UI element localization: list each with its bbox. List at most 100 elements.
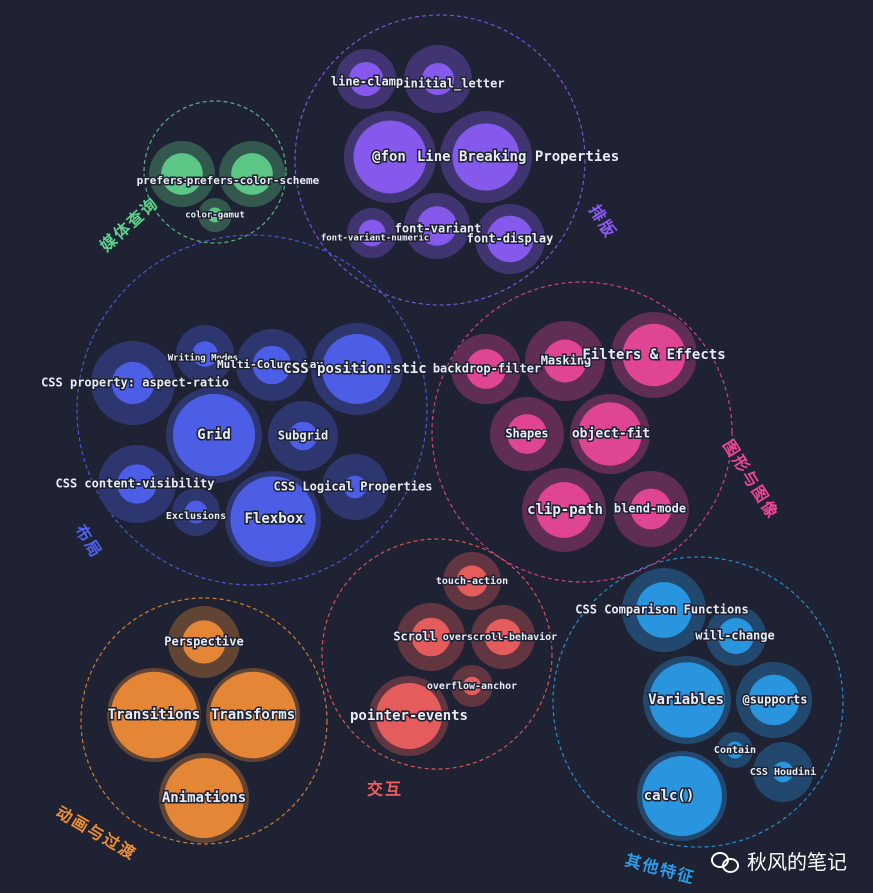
bubble-blend-mode[interactable]	[613, 471, 689, 547]
bubble-line-clamp[interactable]	[336, 49, 396, 109]
group-boundary-graphics	[431, 281, 733, 583]
bubble-fill	[543, 339, 587, 383]
bubble-css-position-sticky[interactable]	[311, 323, 403, 415]
bubble-fill	[484, 618, 522, 656]
bubble-line-breaking-properties[interactable]	[440, 111, 532, 203]
bubble-label-grid: Grid	[197, 427, 231, 443]
bubble-label-color-gamut: color-gamut	[185, 211, 245, 221]
bubble-fill	[322, 334, 392, 404]
bubble-calc[interactable]	[637, 751, 727, 841]
bubble-variables[interactable]	[643, 656, 731, 744]
group-label-media: 媒体查询	[96, 193, 162, 255]
bubble-clip-path[interactable]	[522, 468, 606, 552]
bubble-object-fit[interactable]	[570, 394, 650, 474]
bubble-fill	[252, 345, 292, 385]
bubble-fill	[110, 671, 198, 759]
bubble-initial-letter[interactable]	[404, 45, 472, 113]
bubble-label-css-comparison-functions: CSS Comparison Functions	[575, 603, 748, 617]
bubble-labels: prefers-recprefers-color-schemecolor-gam…	[40, 73, 818, 808]
bubble-fill	[636, 582, 692, 638]
bubble-masking[interactable]	[525, 321, 605, 401]
bubble-animations[interactable]	[159, 753, 249, 843]
bubble-label-supports: @supports	[742, 693, 807, 707]
bubble-label-css-houdini: CSS Houdini	[750, 766, 816, 778]
group-boundary-typo	[294, 14, 586, 306]
bubble-label-line-clamp: line-clamp	[331, 75, 403, 89]
bubble-pointer-events[interactable]	[369, 676, 449, 756]
bubble-fill	[164, 758, 244, 838]
bubble-fill	[348, 61, 384, 97]
bubble-label-scroll: Scroll	[393, 630, 436, 644]
bubble-font-face[interactable]	[344, 111, 436, 203]
watermark: 秋风的笔记	[711, 846, 847, 875]
bubble-writing-modes[interactable]	[176, 325, 234, 383]
bubble-fill	[111, 361, 155, 405]
bubble-scroll[interactable]	[397, 603, 465, 671]
bubble-label-filters-effects: Filters & Effects	[582, 347, 725, 363]
bubble-transforms[interactable]	[206, 668, 300, 762]
bubble-css-property-aspect-ratio[interactable]	[91, 341, 175, 425]
bubble-css-houdini[interactable]	[753, 742, 813, 802]
bubble-css-logical-properties[interactable]	[322, 454, 388, 520]
group-label-anim: 动画与过渡	[53, 802, 140, 863]
bubble-label-contain: Contain	[714, 744, 756, 756]
bubble-css-comparison-functions[interactable]	[622, 568, 706, 652]
bubble-fill	[172, 393, 256, 477]
bubble-fill	[207, 207, 223, 223]
bubble-label-calc: calc()	[644, 788, 695, 804]
bubble-subgrid[interactable]	[268, 401, 338, 471]
group-boundary-other	[552, 556, 844, 848]
bubble-label-font-face: @fon	[372, 149, 406, 165]
bubble-fill	[358, 219, 386, 247]
bubble-overflow-anchor[interactable]	[451, 665, 493, 707]
bubble-will-change[interactable]	[706, 606, 766, 666]
wechat-icon	[711, 850, 739, 873]
group-boundary-layout	[76, 234, 428, 586]
bubble-supports[interactable]	[736, 662, 812, 738]
bubble-shapes[interactable]	[490, 397, 564, 471]
bubble-transitions[interactable]	[107, 668, 201, 762]
group-other: 其他特征	[552, 556, 844, 888]
bubble-label-animations: Animations	[162, 790, 246, 806]
bubble-font-variant-numeric[interactable]	[347, 208, 397, 258]
bubble-perspective[interactable]	[168, 606, 240, 678]
bubble-fill	[578, 402, 642, 466]
bubble-fill	[182, 620, 226, 664]
bubble-fill	[718, 618, 754, 654]
bubble-fill	[536, 482, 592, 538]
group-label-interaction: 交互	[367, 780, 403, 799]
bubble-prefers-reduced-motion[interactable]	[149, 141, 215, 207]
group-label-other: 其他特征	[623, 851, 697, 888]
bubble-fill	[452, 123, 520, 191]
bubble-label-backdrop-filter: backdrop-filter	[433, 362, 541, 376]
bubble-label-perspective: Perspective	[164, 635, 243, 649]
bubble-label-object-fit: object-fit	[572, 427, 650, 442]
bubble-label-line-breaking-properties: Line Breaking Properties	[417, 149, 619, 165]
bubble-filters-effects[interactable]	[611, 312, 697, 398]
bubble-backdrop-filter[interactable]	[451, 334, 521, 404]
bubble-flexbox[interactable]	[225, 471, 321, 567]
bubble-prefers-color-scheme[interactable]	[219, 141, 285, 207]
bubble-label-writing-modes: Writing Modes	[168, 353, 238, 364]
bubble-fill	[642, 756, 722, 836]
bubble-label-transitions: Transitions	[108, 707, 201, 723]
bubble-label-transforms: Transforms	[211, 707, 295, 723]
bubble-label-pointer-events: pointer-events	[350, 708, 468, 724]
bubble-fill	[411, 617, 451, 657]
bubble-fill	[161, 153, 203, 195]
bubble-css-content-visibility[interactable]	[98, 445, 176, 523]
bubble-font-variant[interactable]	[404, 193, 470, 259]
bubble-grid[interactable]	[166, 387, 262, 483]
bubble-fill	[466, 349, 506, 389]
bubble-multi-column-layout[interactable]	[236, 329, 308, 401]
bubble-label-masking: Masking	[541, 354, 592, 368]
bubble-exclusions[interactable]	[172, 488, 220, 536]
bubble-fill	[192, 341, 218, 367]
bubble-overscroll-behavior[interactable]	[471, 605, 535, 669]
bubble-label-overscroll-behavior: overscroll-behavior	[443, 631, 557, 643]
bubble-touch-action[interactable]	[443, 552, 501, 610]
bubble-font-display[interactable]	[475, 204, 545, 274]
bubble-contain[interactable]	[717, 732, 753, 768]
bubble-color-gamut[interactable]	[198, 198, 232, 232]
